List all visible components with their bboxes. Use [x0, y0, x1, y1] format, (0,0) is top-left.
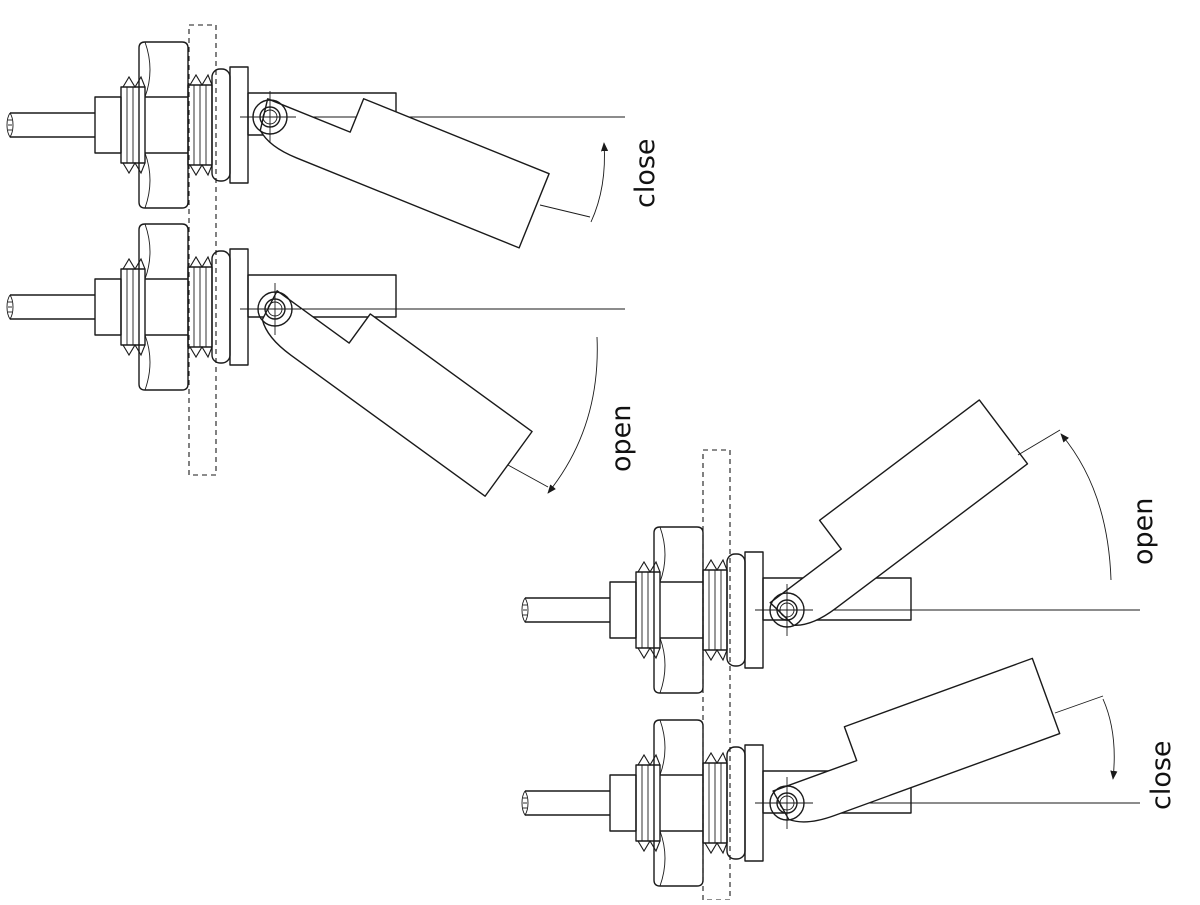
label-close-lower-right: close [1146, 740, 1177, 810]
motion-arrow [1060, 433, 1112, 581]
angle-extension-line [507, 464, 549, 488]
switch-upper-left-close [6, 41, 625, 249]
motion-arrow [547, 336, 598, 494]
switch-upper-left-open [6, 223, 625, 497]
switch-lower-right-open [521, 399, 1140, 694]
motion-arrow [590, 142, 609, 223]
mounting-wall-outline [702, 449, 731, 901]
angle-extension-line [1017, 429, 1061, 456]
upper-left-assembly [6, 24, 625, 497]
label-open-upper-left: open [606, 405, 637, 472]
lower-right-assembly [521, 399, 1140, 901]
angle-extension-line [539, 204, 591, 218]
motion-arrow [1102, 698, 1118, 780]
switch-lower-right-close [521, 657, 1140, 887]
mounting-wall-outline [188, 24, 217, 476]
label-open-lower-right: open [1128, 498, 1159, 565]
angle-extension-line [1054, 695, 1104, 714]
label-close-upper-left: close [630, 138, 661, 208]
